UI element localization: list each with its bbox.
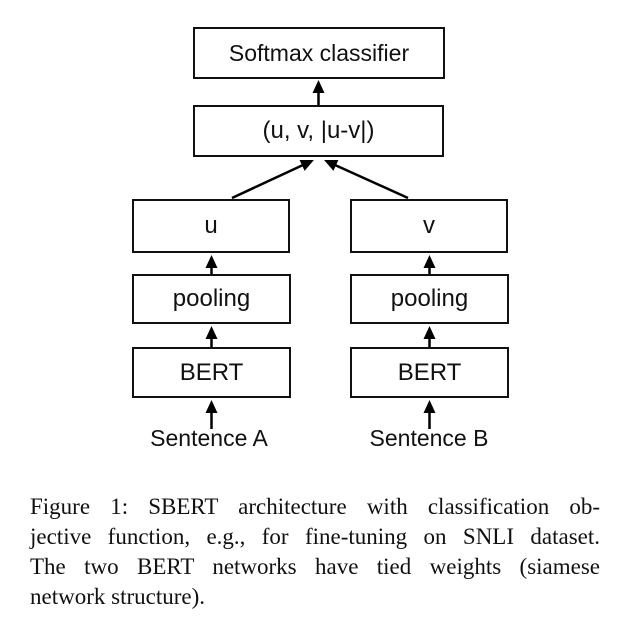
pooling-right-box: pooling bbox=[350, 274, 509, 324]
v-embedding-label: v bbox=[423, 212, 435, 239]
pooling-left-box: pooling bbox=[132, 274, 291, 324]
u-embedding-label: u bbox=[204, 212, 218, 239]
arrow-v-to-concat bbox=[324, 159, 409, 200]
softmax-classifier-label: Softmax classifier bbox=[228, 39, 410, 66]
concat-vector-box: (u, v, |u-v|) bbox=[193, 105, 444, 157]
v-embedding-box: v bbox=[350, 199, 508, 253]
bert-right-box: BERT bbox=[350, 347, 509, 398]
arrow-u-to-concat bbox=[231, 159, 314, 200]
pooling-left-label: pooling bbox=[172, 285, 251, 312]
sbert-architecture-diagram: Softmax classifier (u, v, |u-v|) u v poo… bbox=[132, 27, 509, 451]
caption-line: The two BERT networks have tied weights … bbox=[30, 554, 600, 579]
sentence-a-label: Sentence A bbox=[150, 425, 268, 451]
u-embedding-box: u bbox=[132, 199, 290, 253]
caption-line: Figure 1: SBERT architecture with classi… bbox=[30, 494, 600, 519]
bert-right-label: BERT bbox=[397, 358, 462, 386]
caption-line: jective function, e.g., for fine-tuning … bbox=[30, 524, 600, 549]
bert-left-label: BERT bbox=[179, 358, 244, 386]
softmax-classifier-box: Softmax classifier bbox=[193, 27, 445, 79]
concat-vector-label: (u, v, |u-v|) bbox=[262, 117, 375, 144]
figure-caption: Figure 1: SBERT architecture with classi… bbox=[30, 492, 600, 612]
caption-line: network structure). bbox=[30, 584, 205, 609]
pooling-right-label: pooling bbox=[390, 285, 469, 312]
sentence-b-label: Sentence B bbox=[369, 425, 489, 451]
bert-left-box: BERT bbox=[132, 347, 291, 398]
